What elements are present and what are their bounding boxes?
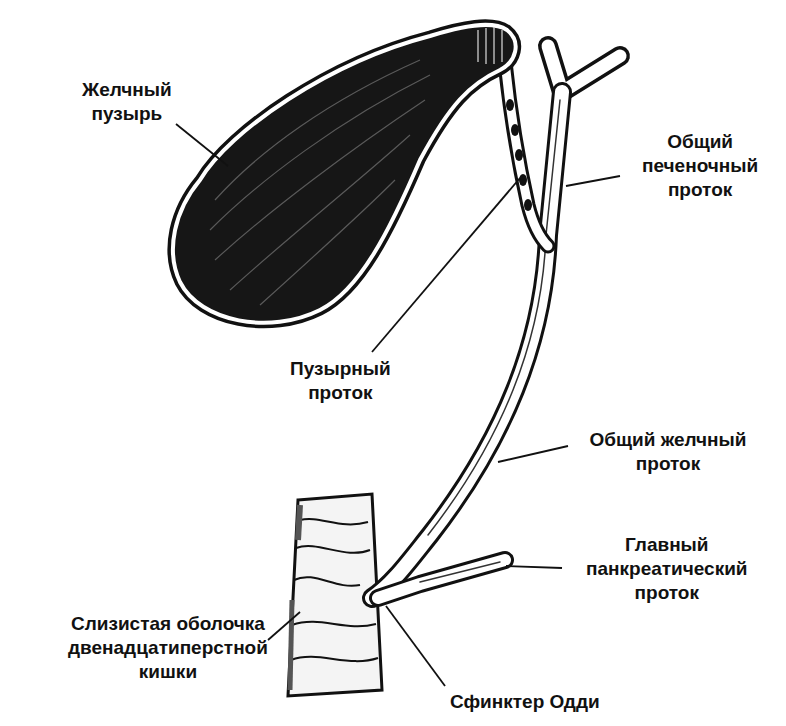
part-label: Главный панкреатический проток (586, 533, 748, 605)
part-label: Слизистая оболочка двенадцатиперстной ки… (68, 612, 268, 684)
part-label: Желчный пузырь (82, 78, 172, 126)
leader-lines (176, 124, 620, 686)
part-label: Сфинктер Одди (450, 690, 600, 714)
part-label: Пузырный проток (290, 357, 391, 405)
gallbladder (173, 25, 516, 323)
part-label: Общий печеночный проток (642, 130, 758, 202)
part-label: Общий желчный проток (573, 428, 763, 476)
spiral-valves (506, 99, 532, 211)
